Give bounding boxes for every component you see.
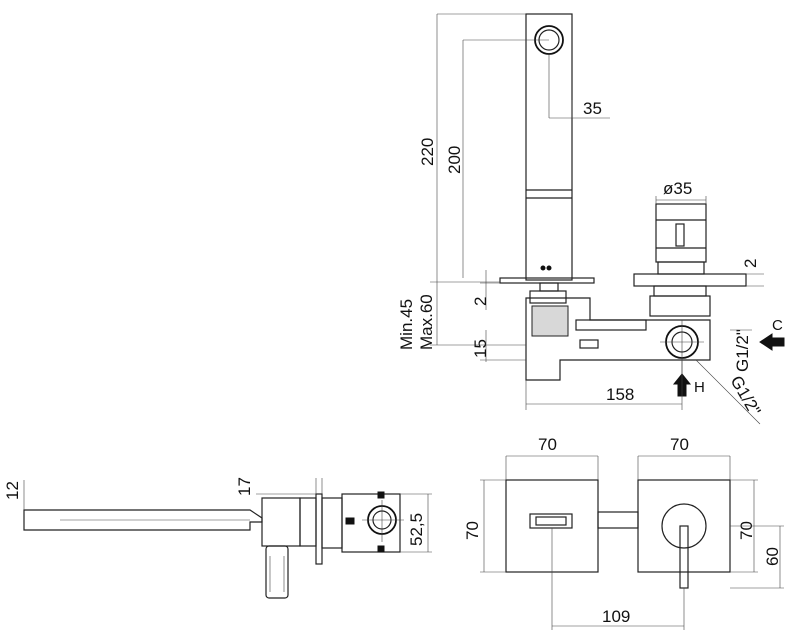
dim-220: 220	[418, 138, 437, 166]
front-view: 70 70 70 70 60 109	[463, 435, 784, 630]
side-handle	[265, 545, 289, 599]
concealed-body	[525, 297, 711, 381]
hot-label: H	[694, 379, 705, 396]
dim-max-60: Max.60	[417, 294, 436, 350]
side-plate	[315, 493, 323, 565]
dim-12: 12	[3, 481, 22, 500]
dim-158: 158	[606, 385, 634, 404]
side-body	[341, 493, 401, 553]
dim-35: 35	[583, 99, 602, 118]
dim-2-left: 2	[471, 297, 490, 306]
dim-17: 17	[235, 477, 254, 496]
dim-70-top-left: 70	[538, 435, 557, 454]
dim-109: 109	[602, 607, 630, 626]
dim-60: 60	[763, 547, 782, 566]
spout-body	[525, 13, 573, 281]
front-handle	[661, 503, 707, 549]
dim-dia-35: ø35	[663, 179, 692, 198]
cold-inlet-arrow	[759, 333, 785, 351]
dim-52-5: 52,5	[407, 513, 426, 546]
side-view: 12 17 52,5	[3, 477, 432, 599]
dim-70-left: 70	[463, 521, 482, 540]
top-view: C H G1/2" G1/2" 220 200 35 ø35 2	[397, 13, 785, 425]
dim-15: 15	[471, 339, 490, 358]
cold-label: C	[772, 317, 783, 334]
dim-70-top-right: 70	[670, 435, 689, 454]
thread-cold: G1/2"	[733, 329, 752, 372]
dim-2-right: 2	[741, 259, 760, 268]
dim-70-right: 70	[737, 521, 756, 540]
dim-200: 200	[445, 146, 464, 174]
mixer-wall-plate	[633, 273, 747, 287]
side-spout	[23, 509, 263, 531]
dim-min-45: Min.45	[397, 299, 416, 350]
